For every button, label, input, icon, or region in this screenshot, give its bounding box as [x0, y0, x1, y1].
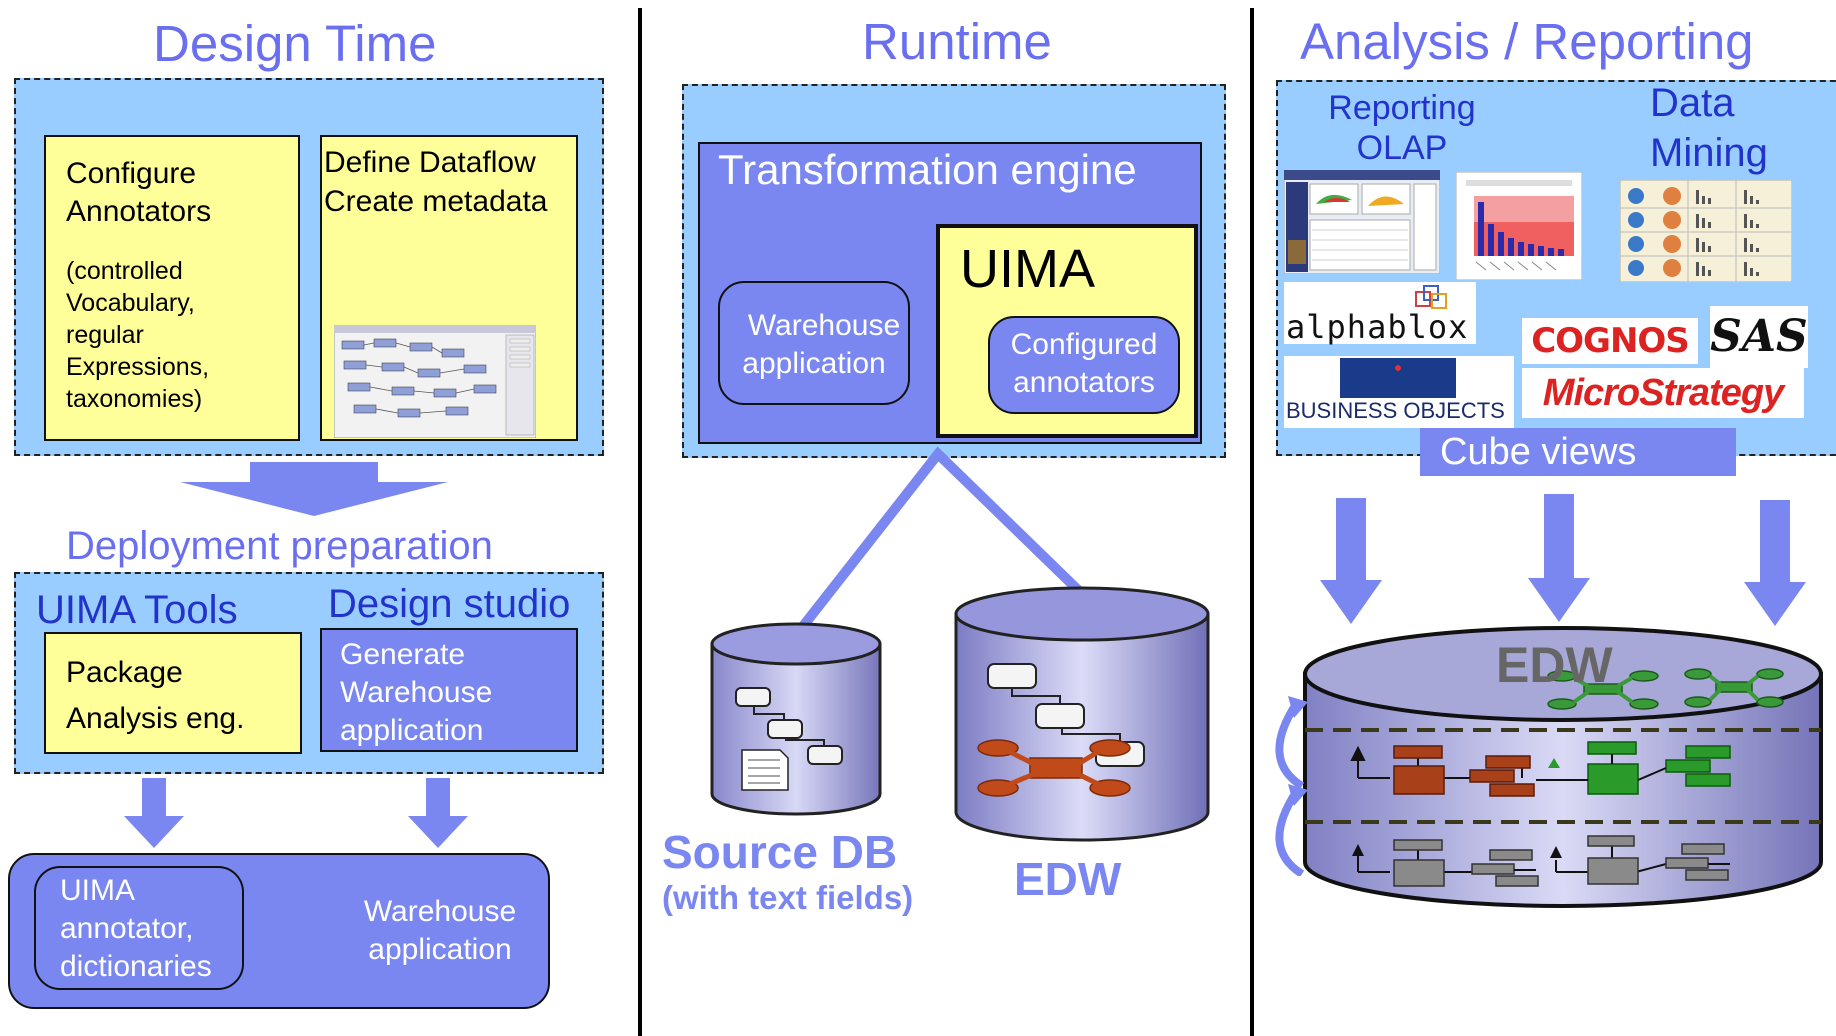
warehouse-output-label: Warehouse application [340, 893, 540, 969]
source-db-cylinder [710, 622, 882, 816]
data-mining-label: Data Mining [1650, 78, 1768, 178]
column-separator-right [1250, 8, 1254, 1036]
business-objects-logo: BUSINESS OBJECTS [1284, 356, 1514, 428]
configure-note2: Vocabulary, [66, 289, 195, 317]
cognos-text: COGNOS [1531, 321, 1690, 361]
configure-note1: (controlled [66, 257, 183, 285]
runtime-warehouse-line2: application [742, 347, 886, 380]
warehouse-output-line2: application [368, 933, 512, 966]
design-studio-title: Design studio [328, 582, 571, 626]
configure-line1: Configure [66, 157, 197, 190]
uima-tools-down-arrow [124, 778, 184, 848]
column-separator-left [638, 8, 642, 1036]
alphablox-text: alphablox [1286, 308, 1469, 346]
design-studio-box: Generate Warehouse application [320, 628, 578, 752]
warehouse-output-line1: Warehouse [363, 895, 517, 928]
cube-views-text: Cube views [1440, 431, 1637, 473]
uima-tools-title: UIMA Tools [36, 588, 238, 632]
sas-text: SAS [1710, 311, 1808, 362]
olap-report-thumbnail [1284, 170, 1440, 274]
dataflow-line2: Create metadata [324, 185, 548, 218]
configured-annotators-box: Configured annotators [988, 316, 1180, 414]
microstrategy-logo: MicroStrategy [1522, 368, 1804, 418]
analysis-edw-cylinder [1303, 626, 1823, 908]
uima-tools-box: Package Analysis eng. [44, 632, 302, 754]
uima-annotator-box: UIMA annotator, dictionaries [34, 866, 244, 990]
design-studio-line3: application [340, 714, 484, 747]
design-studio-line1: Generate [340, 638, 466, 671]
reporting-line2: OLAP [1356, 129, 1448, 167]
runtime-warehouse-app-box: Warehouse application [718, 281, 910, 405]
analysis-down-arrow-right [1744, 500, 1806, 626]
mining-line2: Mining [1650, 131, 1768, 175]
uima-runtime-title: UIMA [960, 239, 1095, 299]
analysis-down-arrow-middle [1528, 494, 1590, 622]
alphablox-cube-icon [1415, 285, 1447, 309]
analysis-reporting-title: Analysis / Reporting [1300, 13, 1754, 70]
configured-line1: Configured [1010, 328, 1158, 361]
dataflow-line1: Define Dataflow [324, 146, 536, 179]
reporting-olap-label: Reporting OLAP [1306, 88, 1498, 168]
uima-annotator-line2: annotator, [60, 912, 194, 945]
uima-annotator-line3: dictionaries [60, 950, 212, 983]
runtime-edw-label: EDW [1014, 853, 1122, 905]
analysis-edw-label: EDW [1496, 637, 1613, 693]
configure-note3: regular [66, 321, 144, 349]
uima-tools-line2: Analysis eng. [66, 702, 245, 735]
source-db-line2: (with text fields) [662, 879, 914, 916]
design-to-deployment-arrow [180, 462, 448, 516]
design-studio-down-arrow [408, 778, 468, 848]
business-objects-emblem-icon [1340, 358, 1456, 398]
dataflow-screenshot-thumbnail [334, 325, 536, 438]
mining-line1: Data [1650, 81, 1735, 125]
uima-tools-line1: Package [66, 656, 183, 689]
runtime-warehouse-line1: Warehouse [747, 309, 901, 342]
edw-curved-arrows [1275, 696, 1308, 876]
design-studio-line2: Warehouse [340, 676, 493, 709]
sas-logo: SAS [1710, 306, 1808, 368]
reporting-line1: Reporting [1328, 89, 1476, 127]
configured-line2: annotators [1013, 366, 1155, 399]
analysis-down-arrow-left [1320, 498, 1382, 624]
cube-views-banner: Cube views [1420, 428, 1736, 476]
design-time-title: Design Time [153, 15, 437, 72]
runtime-edw-cylinder [954, 586, 1210, 842]
source-db-line1: Source DB [662, 826, 898, 878]
uima-annotator-line1: UIMA [60, 874, 135, 907]
configure-annotators-box: Configure Annotators (controlled Vocabul… [44, 135, 300, 441]
deployment-preparation-title: Deployment preparation [66, 524, 493, 568]
bar-chart-report-thumbnail [1456, 172, 1582, 280]
cognos-logo: COGNOS [1522, 318, 1698, 364]
configure-line2: Annotators [66, 195, 212, 228]
data-mining-thumbnail [1620, 180, 1792, 282]
source-db-label: Source DB (with text fields) [662, 826, 913, 918]
business-objects-text: BUSINESS OBJECTS [1286, 398, 1505, 423]
runtime-title: Runtime [862, 13, 1052, 70]
transformation-engine-title: Transformation engine [718, 146, 1137, 193]
configure-note5: taxonomies) [66, 385, 203, 413]
alphablox-logo: alphablox [1284, 282, 1476, 346]
runtime-connector-lines [796, 446, 1082, 634]
configure-note4: Expressions, [66, 353, 210, 381]
microstrategy-text: MicroStrategy [1542, 372, 1784, 414]
